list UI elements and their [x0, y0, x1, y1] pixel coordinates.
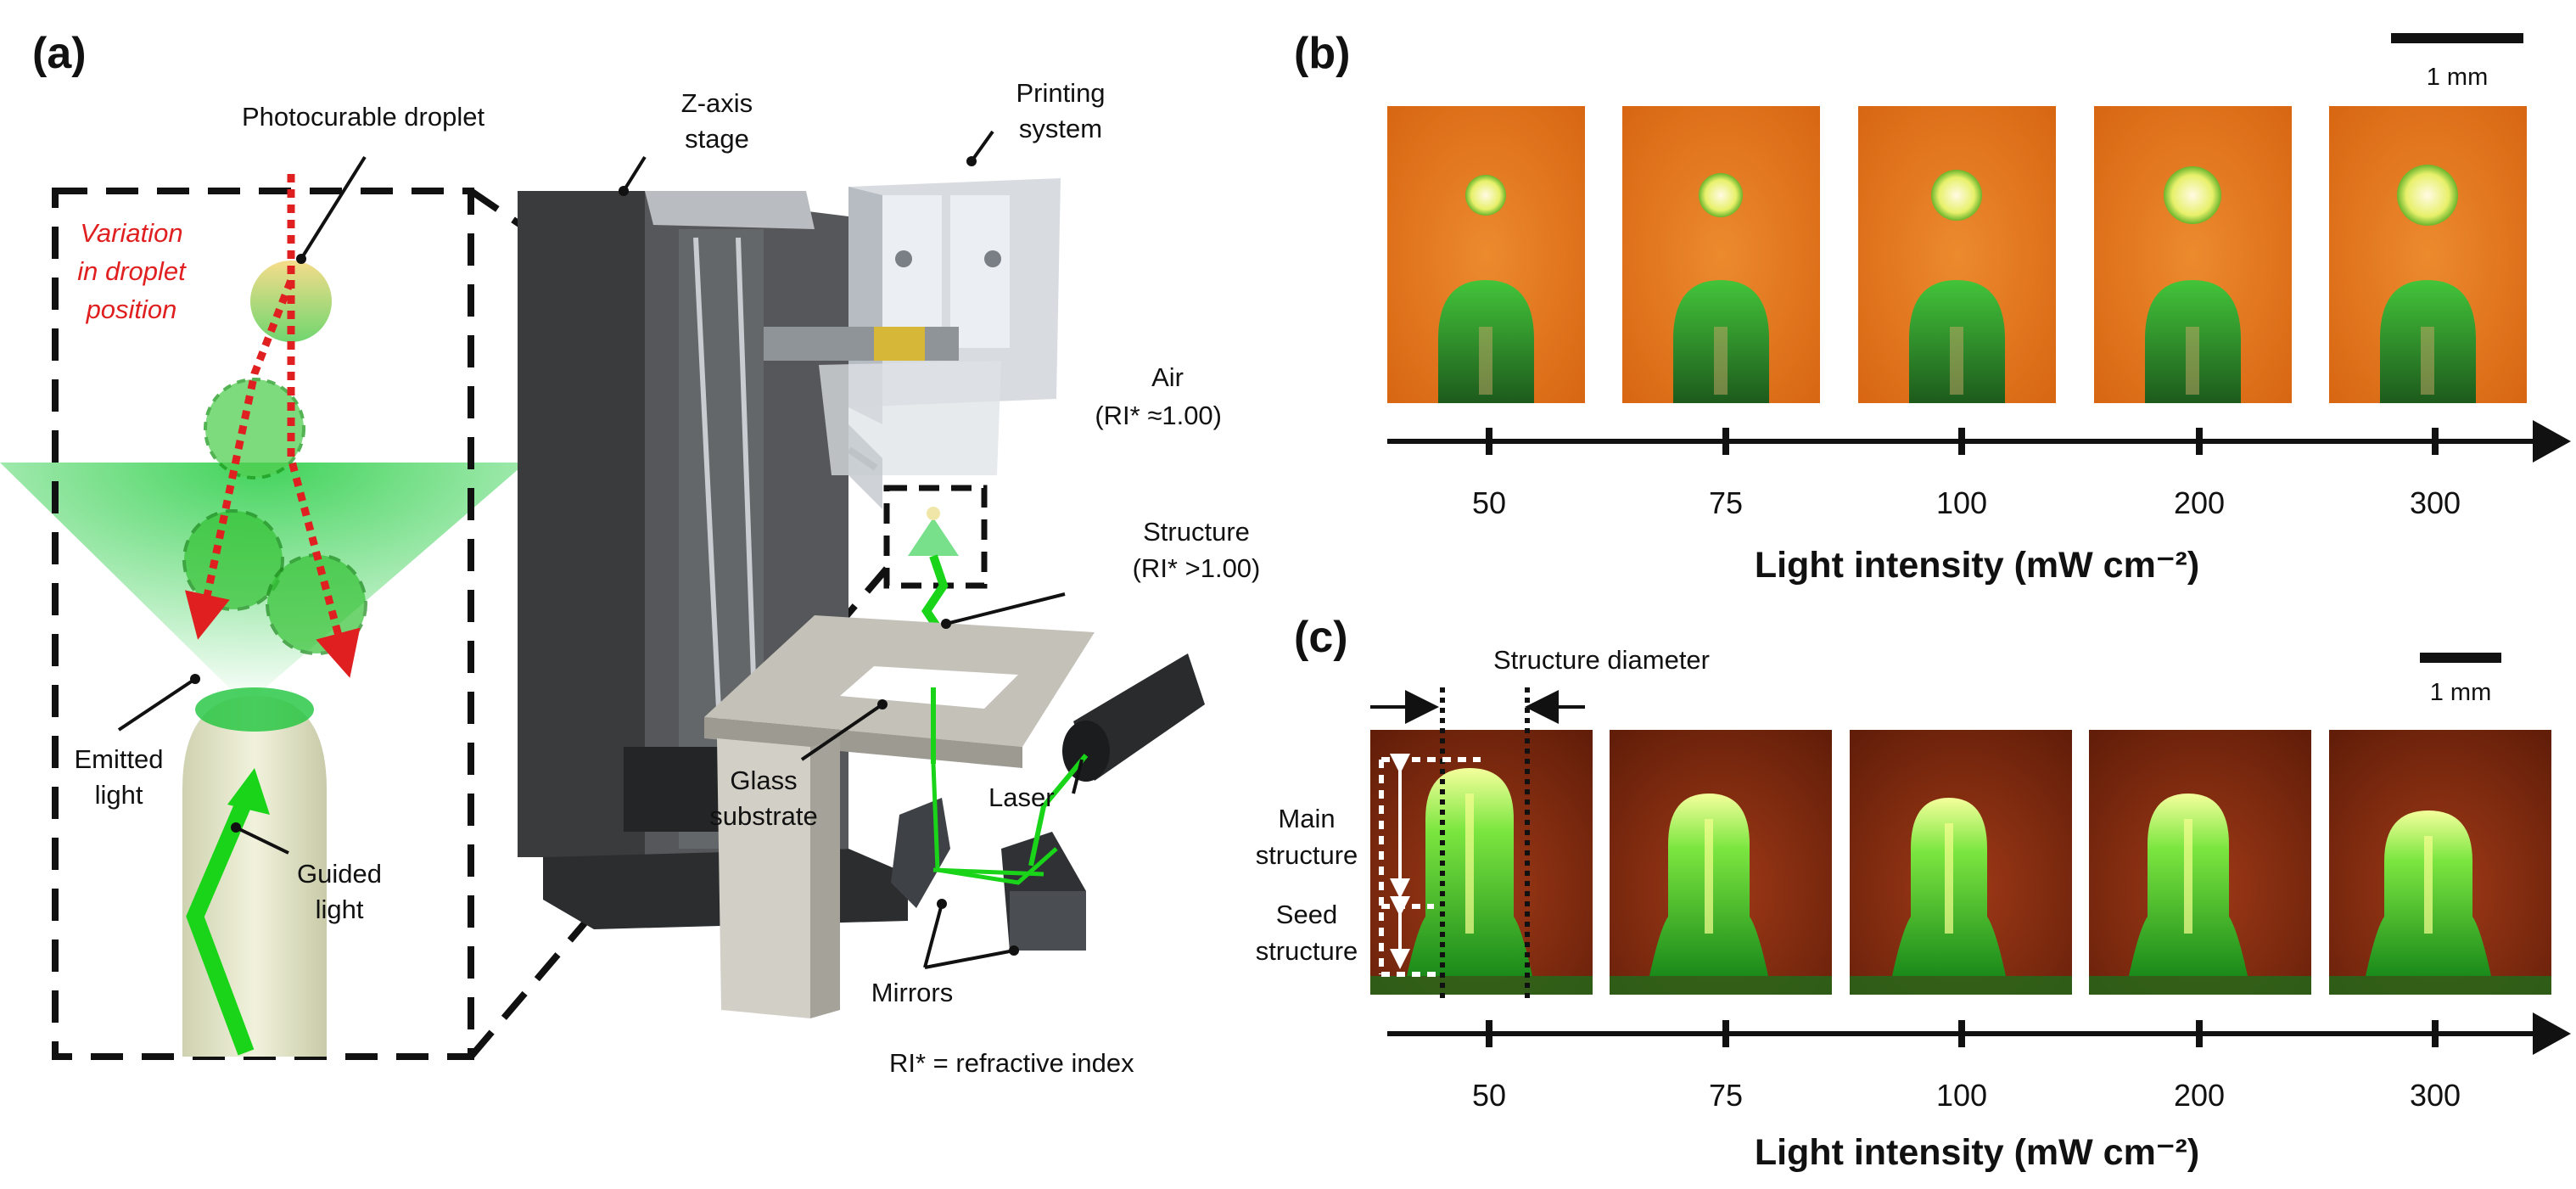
panel-b: (b) 1 mm 50 75 100 200 300 Light intensity (… [1294, 29, 2571, 586]
label-air-1: Air [1151, 362, 1184, 392]
leader-dot [877, 699, 888, 709]
leader-mirror-1 [923, 903, 944, 968]
emitted-light-spot [195, 687, 314, 732]
scale-label-b: 1 mm [2427, 64, 2489, 91]
label-photocurable-droplet: Photocurable droplet [242, 102, 484, 132]
leader-dot [937, 899, 947, 909]
tick-label: 100 [1936, 485, 1987, 520]
label-laser: Laser [988, 782, 1055, 812]
guided-light-arrowhead [227, 768, 270, 815]
label-zaxis-1: Z-axis [681, 88, 753, 118]
photo-b-5 [2329, 106, 2527, 403]
photo-row-b [1387, 106, 2527, 403]
leader-emitted [117, 677, 197, 732]
leader-dot [941, 619, 951, 629]
label-variation-1: Variation [80, 218, 182, 248]
tick-label: 50 [1472, 485, 1506, 520]
printer-apparatus [518, 178, 1205, 1018]
label-glass-2: substrate [709, 801, 818, 831]
photo-c-4 [2089, 730, 2311, 995]
droplet-left [182, 509, 284, 611]
leader-zaxis [622, 155, 647, 193]
label-seed-1: Seed [1276, 900, 1337, 929]
leader-dot [231, 822, 241, 833]
label-emitted-2: light [95, 780, 143, 810]
photo-c-2 [1610, 730, 1832, 995]
label-glass-1: Glass [730, 766, 797, 795]
tick-label: 50 [1472, 1078, 1506, 1113]
leader-guided [235, 826, 289, 855]
leader-dot [966, 156, 977, 166]
tick-label: 300 [2410, 1078, 2461, 1113]
tick-label: 75 [1709, 1078, 1743, 1113]
photo-c-5 [2329, 730, 2551, 995]
trajectory-right [287, 280, 361, 678]
ticks-c: 50 75 100 200 300 [1472, 1020, 2461, 1113]
label-emitted-1: Emitted [74, 744, 163, 774]
tick-label: 200 [2174, 1078, 2225, 1113]
leader-laser [1072, 759, 1084, 794]
leader-dot [619, 186, 629, 196]
label-structure-2: (RI* >1.00) [1133, 553, 1261, 583]
leader-structure [945, 592, 1066, 625]
photo-row-c [1370, 730, 2551, 995]
panel-a: (a) Photocurable droplet Variation in dr… [0, 29, 1260, 1078]
droplet-right [266, 553, 367, 655]
leader-glass [800, 703, 884, 761]
leader-mirror-2 [924, 949, 1015, 969]
label-structure-diameter: Structure diameter [1493, 645, 1710, 675]
panel-b-letter: (b) [1294, 29, 1350, 78]
axis-title-c: Light intensity (mW cm⁻²) [1755, 1132, 2199, 1173]
photo-b-2 [1622, 106, 1820, 403]
photo-c-1 [1370, 730, 1593, 995]
label-air-2: (RI* ≈1.00) [1095, 401, 1222, 430]
panel-a-letter: (a) [32, 29, 87, 78]
scale-label-c: 1 mm [2430, 679, 2492, 706]
tick-label: 300 [2410, 485, 2461, 520]
panel-c-letter: (c) [1294, 613, 1348, 662]
label-footnote: RI* = refractive index [889, 1048, 1134, 1078]
photo-b-4 [2094, 106, 2292, 403]
leader-dot [296, 254, 306, 264]
label-guided-1: Guided [297, 859, 382, 889]
label-variation-3: position [86, 294, 177, 324]
tick-label: 75 [1709, 485, 1743, 520]
label-main-1: Main [1278, 804, 1335, 833]
axis-arrow-b [2533, 420, 2571, 463]
photo-b-1 [1387, 106, 1585, 403]
axis-arrow-c [2533, 1012, 2571, 1055]
label-zaxis-2: stage [685, 124, 749, 154]
tick-label: 100 [1936, 1078, 1987, 1113]
label-printing-1: Printing [1016, 78, 1105, 108]
photo-b-3 [1858, 106, 2056, 403]
label-main-2: structure [1256, 840, 1358, 870]
label-variation-2: in droplet [77, 256, 187, 286]
label-structure-1: Structure [1143, 517, 1250, 547]
label-printing-2: system [1019, 114, 1102, 143]
leader-droplet [300, 155, 367, 261]
leader-dot [1009, 945, 1019, 956]
droplet-mid [204, 378, 305, 480]
tick-label: 200 [2174, 485, 2225, 520]
label-seed-2: structure [1256, 936, 1358, 966]
guided-light-path [186, 794, 255, 1056]
photo-c-3 [1850, 730, 2072, 995]
leader-printing [970, 130, 994, 163]
leader-dot [190, 674, 200, 684]
trajectory-left [184, 174, 295, 640]
label-mirrors: Mirrors [871, 978, 953, 1007]
label-guided-2: light [316, 895, 364, 924]
panel-c: (c) Structure diameter 1 mm Main structu… [1256, 613, 2571, 1173]
ticks-b: 50 75 100 200 300 [1472, 428, 2461, 520]
axis-title-b: Light intensity (mW cm⁻²) [1755, 545, 2199, 586]
